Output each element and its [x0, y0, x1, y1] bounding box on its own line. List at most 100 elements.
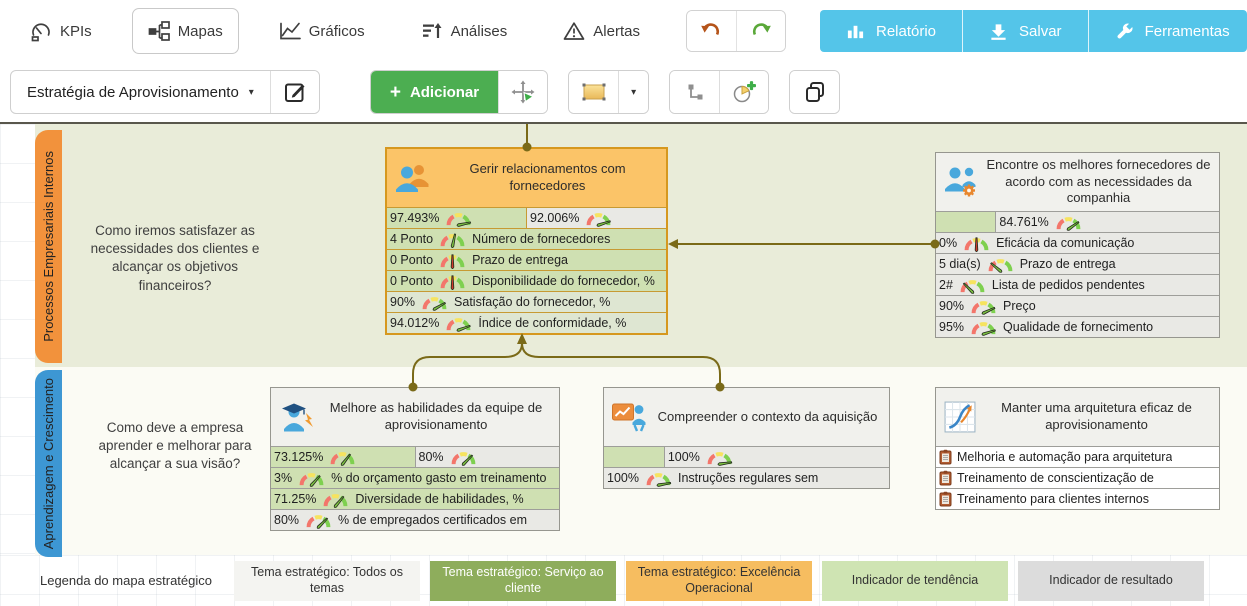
kpi-value: 80% [418, 450, 444, 464]
objective-header: Compreender o contexto da aquisição [604, 388, 889, 446]
kpi-cell[interactable]: 73.125% [271, 447, 415, 467]
kpi-row[interactable]: 100% [604, 446, 889, 467]
tab-graficos[interactable]: Gráficos [263, 8, 381, 54]
kpi-value: 4 Ponto [390, 232, 434, 246]
tab-alertas[interactable]: Alertas [547, 8, 656, 54]
legend-theme-filter[interactable]: Tema estratégico: Todos os temas [234, 560, 420, 601]
graduate-icon [282, 403, 313, 432]
kpi-row[interactable]: 2#Lista de pedidos pendentes [936, 274, 1219, 295]
add-chart-button[interactable] [719, 71, 769, 113]
kpi-row[interactable]: 4 Ponto Número de fornecedores [387, 228, 666, 249]
kpi-value: 0% [939, 236, 958, 250]
initiative-icon [939, 470, 952, 486]
chevron-down-icon: ▾ [248, 86, 254, 98]
kpi-label: Prazo de entrega [472, 253, 568, 267]
legend-theme-filter[interactable]: Tema estratégico: Excelência Operacional [626, 560, 812, 601]
scorecard-select-group: Estratégia de Aprovisionamento ▾ [10, 70, 320, 114]
kpi-label: Número de fornecedores [472, 232, 611, 246]
initiative-row[interactable]: Treinamento para clientes internos [936, 488, 1219, 509]
perspective-tab-internal-processes[interactable]: Processos Empresariais Internos [35, 130, 62, 363]
tab-kpis[interactable]: KPIs [14, 8, 108, 54]
kpi-rows: 73.125%80%3%% do orçamento gasto em trei… [271, 446, 559, 530]
scorecard-dropdown[interactable]: Estratégia de Aprovisionamento ▾ [11, 71, 270, 113]
link-icon [688, 84, 703, 100]
kpi-row[interactable]: 5 dia(s)Prazo de entrega [936, 253, 1219, 274]
plus-icon: + [389, 81, 401, 103]
initiative-row[interactable]: Treinamento de conscientização de [936, 467, 1219, 488]
objective-box-melhore-habilidades[interactable]: Melhore as habilidades da equipe de apro… [270, 387, 560, 531]
shape-button[interactable] [569, 71, 619, 113]
initiative-icon [939, 449, 952, 465]
legend-swatch: Indicador de resultado [1018, 560, 1204, 601]
copy-button[interactable] [790, 71, 840, 113]
tab-analises[interactable]: Análises [405, 8, 524, 54]
perspective-tab-learning-growth[interactable]: Aprendizagem e Crescimento [35, 370, 62, 557]
gauge-icon [324, 493, 348, 508]
save-button[interactable]: Salvar [962, 10, 1088, 52]
kpi-row[interactable]: 97.493%92.006% [387, 207, 666, 228]
kpi-row[interactable]: 3%% do orçamento gasto em treinamento [271, 467, 559, 488]
undo-redo-group [685, 10, 786, 52]
kpi-label: Eficácia da comunicação [996, 236, 1135, 250]
kpi-row[interactable]: 95%Qualidade de fornecimento [936, 316, 1219, 337]
kpi-row[interactable]: 84.761% [936, 211, 1219, 232]
tab-mapas[interactable]: Mapas [131, 8, 239, 54]
kpi-row[interactable]: 100% Instruções regulares sem [604, 467, 889, 488]
kpi-cell[interactable]: 80% [414, 447, 559, 467]
kpi-value: 80% [274, 513, 300, 527]
kpi-row[interactable]: 94.012%Índice de conformidade, % [387, 312, 666, 333]
kpi-row[interactable]: 0% Eficácia da comunicação [936, 232, 1219, 253]
legend-theme-filter[interactable]: Tema estratégico: Serviço ao cliente [430, 560, 616, 601]
kpi-cell[interactable]: 84.761% [995, 212, 1219, 232]
gauge-icon [330, 451, 355, 466]
kpi-cell[interactable] [936, 212, 996, 232]
objective-header: Encontre os melhores fornecedores de aco… [936, 153, 1219, 211]
legend-swatch: Indicador de tendência [822, 560, 1008, 601]
kpi-label: Instruções regulares sem [677, 471, 819, 485]
undo-button[interactable] [686, 11, 736, 51]
kpi-cell[interactable]: 97.493% [387, 208, 526, 228]
gauge-icon [960, 279, 985, 294]
kpi-row[interactable]: 71.25%Diversidade de habilidades, % [271, 488, 559, 509]
link-objects-button[interactable] [670, 71, 720, 113]
gauge-icon [440, 232, 465, 248]
objective-title: Melhore as habilidades da equipe de apro… [329, 400, 543, 432]
auto-layout-button[interactable] [498, 71, 548, 113]
shape-group: ▾ [568, 70, 650, 114]
kpi-row[interactable]: 80%% de empregados certificados em [271, 509, 559, 530]
add-button[interactable]: + Adicionar [370, 71, 499, 113]
kpi-value: 100% [667, 450, 700, 464]
objective-box-compreender-contexto[interactable]: Compreender o contexto da aquisição 100%… [603, 387, 890, 489]
edit-scorecard-button[interactable] [269, 71, 319, 113]
shape-icon [582, 83, 606, 101]
perspective-name: Aprendizagem e Crescimento [41, 377, 56, 550]
initiative-row[interactable]: Melhoria e automação para arquitetura [936, 446, 1219, 467]
primary-actions-group: Relatório Salvar Ferramentas [820, 10, 1247, 52]
kpi-row[interactable]: 90%Satisfação do fornecedor, % [387, 291, 666, 312]
gauge-icon [440, 274, 465, 290]
gauge-icon [422, 296, 447, 311]
kpi-value: 100% [607, 471, 639, 485]
objective-box-encontre-fornecedores[interactable]: Encontre os melhores fornecedores de aco… [935, 152, 1220, 338]
report-button[interactable]: Relatório [820, 10, 963, 52]
kpi-cell[interactable] [604, 447, 664, 467]
kpi-cell[interactable]: 92.006% [526, 208, 666, 228]
kpi-value: 2# [939, 278, 953, 292]
kpi-row[interactable]: 73.125%80% [271, 446, 559, 467]
objective-box-gerir-relacionamentos[interactable]: Gerir relacionamentos com fornecedores 9… [385, 147, 668, 335]
tools-button[interactable]: Ferramentas [1087, 10, 1247, 52]
shape-dropdown-button[interactable]: ▾ [618, 71, 649, 113]
kpi-row[interactable]: 90%Preço [936, 295, 1219, 316]
redo-button[interactable] [735, 11, 785, 51]
gauge-icon [964, 236, 989, 252]
kpi-rows: 84.761% 0% Eficácia da comunicação 5 dia(s)… [936, 211, 1219, 337]
kpi-cell[interactable]: 100% [663, 447, 889, 467]
save-icon [991, 23, 1006, 40]
gauge-icon [451, 451, 475, 466]
kpi-value: 90% [939, 299, 965, 313]
objective-box-manter-arquitetura[interactable]: Manter uma arquitetura eficaz de aprovis… [935, 387, 1220, 510]
